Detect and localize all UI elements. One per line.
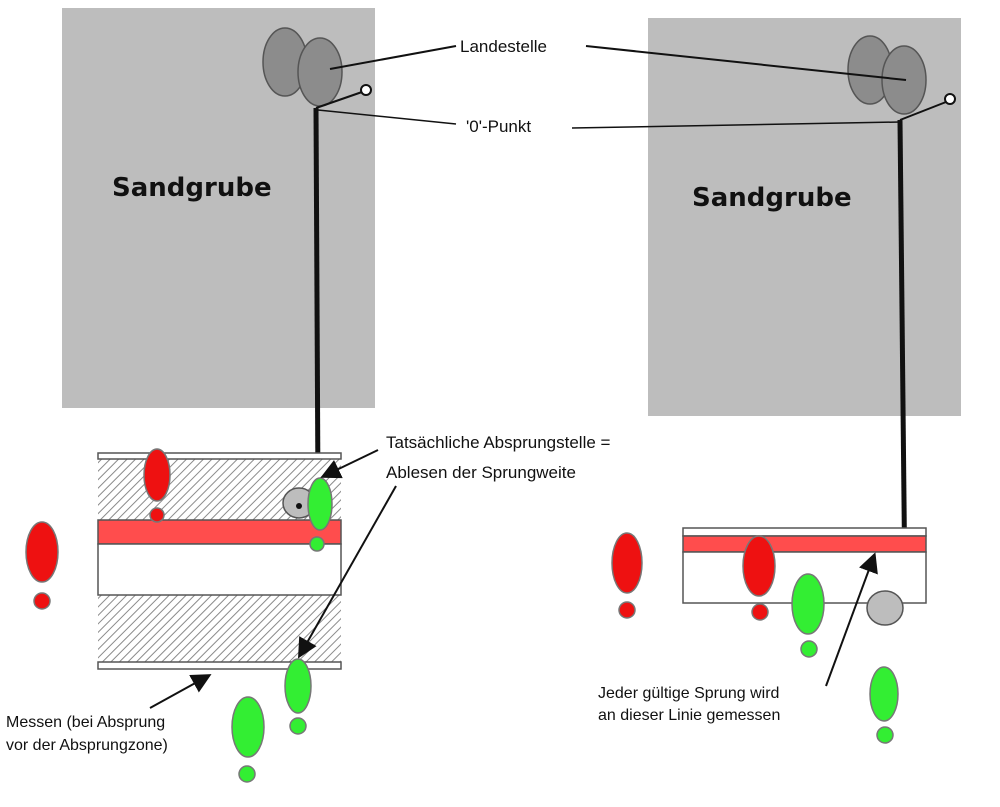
- label-measure-1: Messen (bei Absprung: [6, 714, 165, 731]
- label-measure-2: vor der Absprungzone): [6, 737, 168, 754]
- landing-mark-left: [262, 27, 343, 107]
- label-landing-spot: Landestelle: [460, 37, 547, 56]
- arrow-measure-line: [149, 674, 212, 709]
- label-zero-point: '0'-Punkt: [466, 117, 531, 136]
- takeoff-zone-white: [97, 543, 342, 596]
- label-valid-jump-2: an dieser Linie gemessen: [598, 707, 780, 724]
- takeoff-zone-bottom-line: [97, 661, 342, 670]
- right-scenario: Sandgrube Jede: [598, 18, 961, 744]
- label-actual-takeoff-2: Ablesen der Sprungweite: [386, 463, 576, 482]
- zero-point-marker-left: [315, 84, 372, 109]
- takeoff-board-left: [97, 519, 342, 545]
- exclamation-green-3: [231, 696, 265, 783]
- left-scenario: Sandgrube: [6, 8, 611, 783]
- landing-mark-right: [847, 35, 927, 115]
- leader-landing-right: [585, 45, 907, 81]
- measuring-tape-left: [313, 107, 321, 494]
- exclamation-red-1: [143, 448, 171, 523]
- exclamation-green-5: [869, 666, 899, 744]
- arrow-valid-jump: [825, 552, 878, 687]
- takeoff-zone-top-line-right: [682, 527, 927, 537]
- exclamation-red-3: [611, 532, 643, 619]
- zero-point-marker-right: [899, 93, 956, 121]
- exclamation-red-2: [25, 521, 59, 610]
- takeoff-board-right: [682, 535, 927, 553]
- exclamation-red-4: [742, 535, 776, 621]
- arrow-actual-takeoff: [320, 449, 379, 479]
- pit-title-right: Sandgrube: [692, 183, 852, 213]
- shared-callouts: Landestelle '0'-Punkt: [317, 37, 907, 136]
- exclamation-green-1: [307, 477, 333, 552]
- label-actual-takeoff-1: Tatsächliche Absprungstelle =: [386, 433, 611, 452]
- leader-landing-left: [329, 45, 457, 70]
- measuring-tape-right: [897, 119, 908, 597]
- takeoff-zone-top-line: [97, 452, 342, 460]
- pit-title-left: Sandgrube: [112, 173, 272, 203]
- takeoff-mark-right: [866, 590, 904, 626]
- label-valid-jump-1: Jeder gültige Sprung wird: [598, 685, 779, 702]
- leader-zero-left: [317, 109, 457, 125]
- exclamation-green-4: [791, 573, 825, 658]
- leader-zero-right: [571, 121, 901, 129]
- exclamation-green-2: [284, 658, 312, 735]
- hatched-zone-bottom: [98, 595, 341, 663]
- arrow-measure-point: [298, 485, 397, 659]
